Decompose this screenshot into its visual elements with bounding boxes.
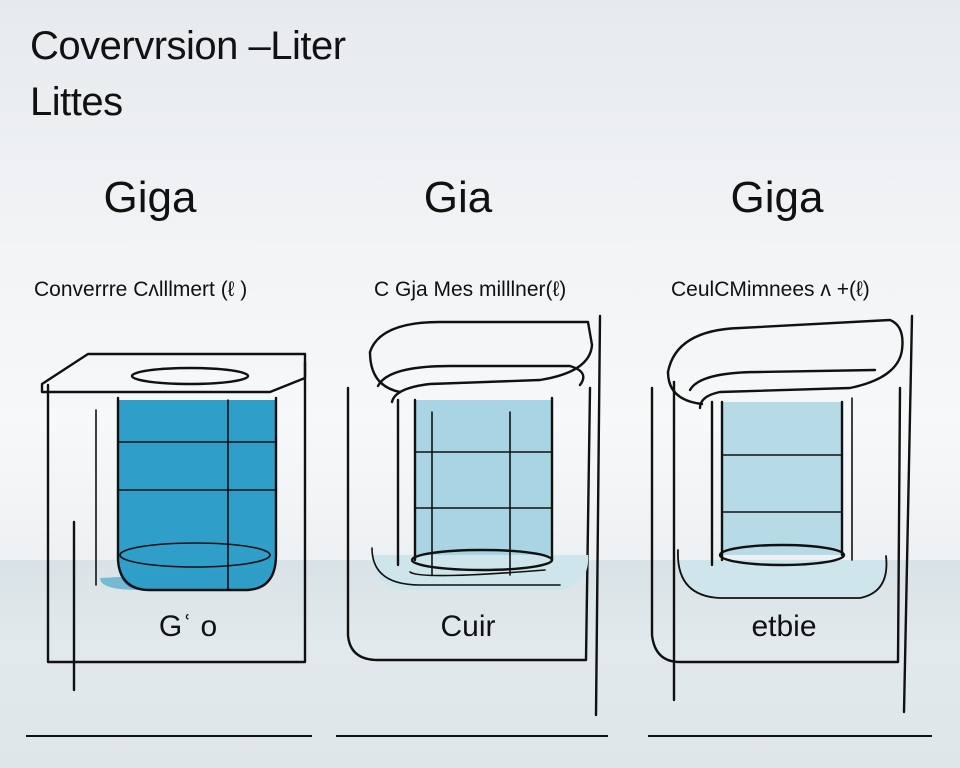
beaker-2 <box>346 314 602 717</box>
beaker-3-liquid <box>722 402 842 555</box>
beaker-2-liquid <box>415 400 552 560</box>
column-1-heading: Giga <box>103 173 197 222</box>
column-2-heading: Gia <box>423 173 493 222</box>
beaker-3-label: etbie <box>751 610 817 643</box>
beaker-1-liquid <box>118 400 275 590</box>
page-title-line-1: Covervrsion –Liter <box>30 24 346 68</box>
beaker-2-label: Cuir <box>440 610 496 643</box>
column-3-heading: Giga <box>730 173 824 222</box>
column-1-caption: Converrre Cʌlllmert (ℓ ) <box>34 278 248 301</box>
beaker-1-label: Gʿ o <box>158 610 218 643</box>
column-3-caption: CeulCMimnees ʌ +(ℓ) <box>671 278 870 301</box>
page-title-line-2: Littes <box>30 80 123 124</box>
column-2-caption: C Gja Mes milllner(ℓ) <box>374 278 567 301</box>
beaker-1 <box>40 352 307 692</box>
beaker-3 <box>650 314 914 714</box>
